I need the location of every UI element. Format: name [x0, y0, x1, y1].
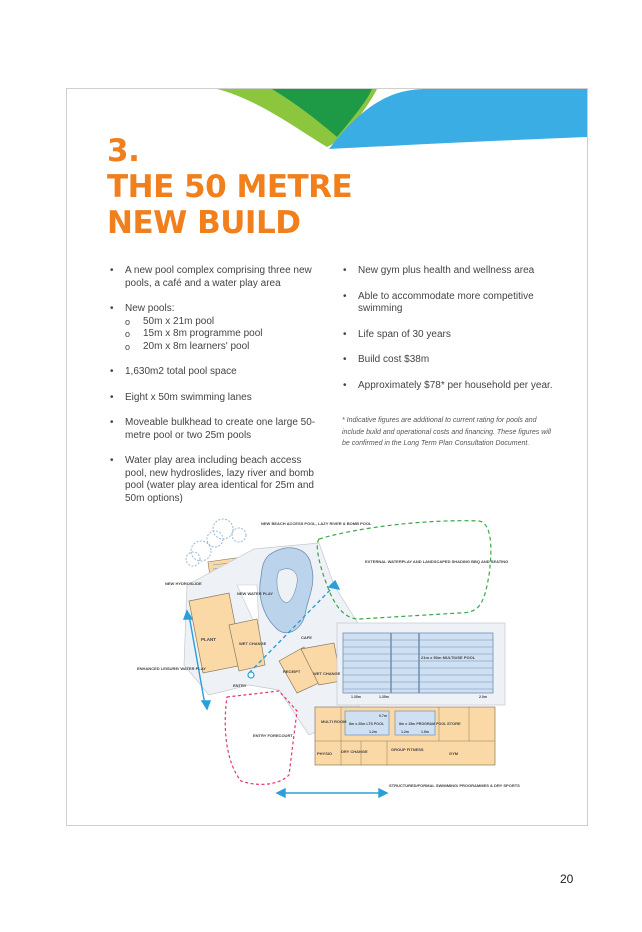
list-item: Eight x 50m swimming lanes — [109, 392, 319, 405]
list-item: Moveable bulkhead to create one large 50… — [109, 417, 319, 442]
sub-list-item: 15m x 8m programme pool — [125, 328, 319, 341]
label-external-waterplay: EXTERNAL WATERPLAY AND LANDSCAPED SHADIN… — [365, 559, 508, 564]
label-program-pool: 8m x 15m PROGRAM POOL — [399, 722, 447, 726]
right-bullet-list: New gym plus health and wellness area Ab… — [342, 265, 557, 405]
swoosh-blue — [329, 89, 587, 149]
list-item: New pools: 50m x 21m pool 15m x 8m progr… — [109, 303, 319, 353]
list-item: Able to accommodate more competitive swi… — [342, 291, 557, 316]
list-item: Life span of 30 years — [342, 329, 557, 342]
label-depth-c: 2.0m — [479, 695, 487, 699]
list-item: 1,630m2 total pool space — [109, 366, 319, 379]
label-plant: PLANT — [201, 637, 216, 642]
label-group-fitness: GROUP FITNESS — [391, 747, 424, 752]
sub-list-item: 20m x 8m learners' pool — [125, 341, 319, 354]
main-pool-lanes — [343, 633, 493, 693]
label-entry: ENTRY — [233, 683, 247, 688]
section-heading: 3. THE 50 METRE NEW BUILD — [107, 133, 353, 241]
external-waterplay-zone — [316, 520, 492, 620]
label-structured: STRUCTURED/FORMAL SWIMMING/ PROGRAMMES &… — [389, 783, 520, 788]
label-depth-f: 1.2m — [401, 730, 409, 734]
label-entry-forecourt: ENTRY FORECOURT — [253, 733, 293, 738]
label-depth-d: 0.7m — [379, 714, 387, 718]
label-gym: GYM — [449, 751, 459, 756]
lazy-river-island — [276, 568, 298, 603]
heading-number: 3. — [107, 133, 140, 169]
main-multiuse-pool — [342, 632, 494, 694]
lts-pool — [344, 710, 390, 736]
label-enhanced-leisure: ENHANCED LEISURE/ WATER PLAY — [137, 666, 206, 671]
label-lts-pool: 8m x 20m LTS POOL — [349, 722, 385, 726]
decorative-swoosh — [217, 89, 587, 149]
label-physio: PHYSIO — [317, 751, 332, 756]
label-depth-g: 1.5m — [421, 730, 429, 734]
sub-list: 50m x 21m pool 15m x 8m programme pool 2… — [125, 316, 319, 354]
hydroslide-loops — [185, 518, 247, 567]
wet-change-room-1 — [228, 618, 266, 672]
left-bullet-list: A new pool complex comprising three new … — [109, 265, 319, 518]
list-item: Build cost $38m — [342, 354, 557, 367]
heading-line-2: NEW BUILD — [107, 205, 301, 241]
program-pool — [394, 710, 436, 736]
entry-marker — [247, 671, 255, 679]
entry-forecourt-zone — [224, 690, 298, 785]
label-cafe: CAFE — [301, 635, 312, 640]
document-page: 3. THE 50 METRE NEW BUILD A new pool com… — [66, 88, 588, 826]
label-water-play: NEW WATER PLAY — [237, 591, 273, 596]
label-depth-a: 1.35m — [351, 695, 361, 699]
list-item: A new pool complex comprising three new … — [109, 265, 319, 290]
page-number: 20 — [560, 872, 574, 886]
label-wet-change-2: WET CHANGE — [313, 671, 341, 676]
label-hydroslide: NEW HYDROSLIDE — [165, 581, 202, 586]
label-beach-pool: NEW BEACH ACCESS POOL, LAZY RIVER & BOMB… — [261, 521, 372, 526]
label-receipt: RECEIPT — [283, 669, 301, 674]
swoosh-green — [272, 89, 372, 137]
label-depth-b: 1.35m — [379, 695, 389, 699]
label-depth-e: 1.2m — [369, 730, 377, 734]
list-item: Approximately $78* per household per yea… — [342, 380, 557, 393]
footnote: * Indicative figures are additional to c… — [342, 417, 551, 447]
site-plan-diagram: NEW BEACH ACCESS POOL, LAZY RIVER & BOMB… — [137, 518, 520, 799]
label-multi-room: MULTI ROOM — [321, 719, 347, 724]
sub-list-item: 50m x 21m pool — [125, 316, 319, 329]
list-item: Water play area including beach access p… — [109, 455, 319, 505]
lower-block-dividers — [315, 707, 495, 765]
label-main-pool: 21m x 50m MULTIUSE POOL — [421, 655, 476, 660]
label-wet-change-1: WET CHANGE — [239, 641, 267, 646]
label-store: STORE — [447, 721, 461, 726]
direction-arrows — [182, 579, 389, 799]
heading-line-1: THE 50 METRE — [107, 169, 353, 205]
list-item: New gym plus health and wellness area — [342, 265, 557, 278]
label-dry-change: DRY CHANGE — [341, 749, 368, 754]
